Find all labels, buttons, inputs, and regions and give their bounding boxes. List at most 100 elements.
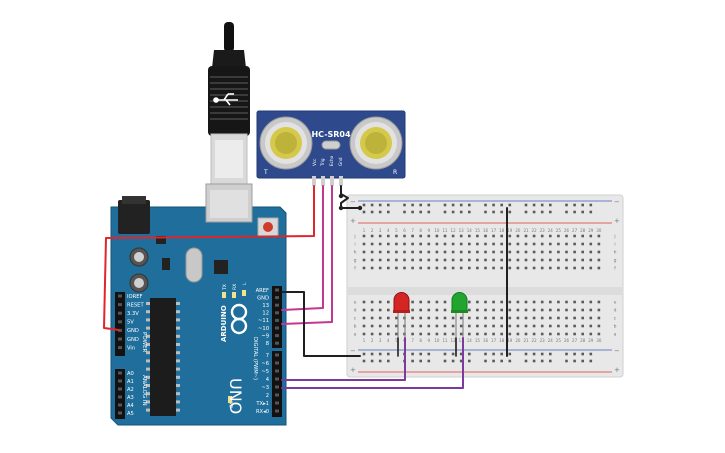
breadboard-hole	[370, 316, 374, 320]
header-hole	[118, 379, 122, 383]
wire-echo-pin10[interactable]	[281, 185, 333, 325]
breadboard-hole	[557, 308, 560, 312]
transducer-right	[349, 116, 403, 170]
breadboard-hole	[395, 324, 398, 328]
wire-sensor-gnd[interactable]	[340, 185, 361, 209]
header-hole	[275, 401, 279, 405]
breadboard-hole	[362, 250, 366, 254]
column-number-top: 15	[475, 228, 481, 233]
rail-hole	[387, 359, 390, 363]
digital-pin-label: ~10	[258, 326, 269, 332]
header-hole	[118, 294, 122, 298]
breadboard-hole	[443, 332, 447, 336]
wire-pin4-red-led[interactable]	[281, 337, 406, 381]
breadboard-hole	[532, 316, 536, 320]
column-number-bottom: 24	[548, 338, 554, 343]
digital-pin-label: ~6	[261, 361, 269, 367]
breadboard-hole	[484, 300, 487, 304]
arduino-uno-board: ON L TX RX ARDUINO UNO DIGITAL (PWM~) PO…	[110, 183, 287, 426]
breadboard-hole	[427, 332, 431, 336]
wire-pin3-green-led[interactable]	[281, 337, 464, 389]
breadboard-hole	[549, 266, 552, 270]
rail-hole	[468, 352, 471, 356]
breadboard-hole	[516, 324, 520, 328]
breadboard-hole	[419, 324, 422, 328]
breadboard-hole	[476, 300, 479, 304]
breadboard-hole	[524, 308, 528, 312]
breadboard-hole	[476, 266, 479, 270]
wire-vcc-5v[interactable]	[103, 185, 315, 331]
breadboard-hole	[581, 308, 584, 312]
breadboard-hole	[540, 324, 544, 328]
breadboard-hole	[476, 308, 479, 312]
breadboard-hole	[476, 316, 479, 320]
wire-arduino-gnd[interactable]	[281, 291, 361, 357]
rail-hole	[524, 352, 528, 356]
rail-hole	[589, 203, 593, 207]
breadboard-hole	[484, 258, 487, 262]
breadboard-hole	[435, 266, 439, 270]
row-letter: d	[354, 308, 357, 314]
rail-hole	[370, 210, 374, 214]
column-number-top: 28	[580, 228, 586, 233]
breadboard-hole	[589, 242, 593, 246]
power-pin-label: RESET	[127, 302, 144, 308]
digital-pin-label: 8	[266, 341, 269, 347]
breadboard-hole	[573, 316, 576, 320]
rail-hole	[532, 352, 536, 356]
row-letter: e	[614, 301, 617, 306]
rail-hole	[581, 359, 584, 363]
rail-hole	[403, 203, 406, 207]
wire-trig-pin12[interactable]	[281, 185, 324, 311]
rail-hole	[500, 352, 503, 356]
column-number-bottom: 12	[451, 338, 457, 343]
breadboard-hole	[484, 324, 487, 328]
power-header	[115, 292, 125, 356]
rail-hole	[451, 359, 455, 363]
breadboard-hole	[500, 234, 503, 238]
breadboard-hole	[370, 258, 374, 262]
row-letter: f	[354, 266, 356, 272]
rail-hole	[411, 210, 414, 214]
rx-led-label: RX	[232, 284, 238, 290]
breadboard-hole	[565, 308, 568, 312]
breadboard-hole	[597, 308, 601, 312]
breadboard-hole	[378, 316, 382, 320]
rail-hole	[484, 359, 487, 363]
column-number-bottom: 11	[442, 338, 448, 343]
breadboard-hole	[370, 242, 374, 246]
breadboard-hole	[532, 250, 536, 254]
rail-hole	[484, 352, 487, 356]
rail-plus-bottom-left: +	[350, 366, 356, 374]
breadboard-hole	[427, 234, 431, 238]
breadboard-hole	[387, 324, 390, 328]
breadboard-hole	[403, 242, 406, 246]
rail-hole	[451, 352, 455, 356]
breadboard-labels: 1122334455667788991010111112121313141415…	[353, 228, 616, 343]
breadboard-hole	[492, 242, 495, 246]
rail-hole	[484, 210, 487, 214]
rail-hole	[565, 352, 568, 356]
rail-hole	[362, 359, 366, 363]
breadboard-hole	[443, 316, 447, 320]
reset-button-cap[interactable]	[263, 222, 273, 232]
breadboard-hole	[484, 308, 487, 312]
rail-hole	[443, 210, 447, 214]
digital-pin-label: ~9	[261, 333, 269, 339]
breadboard-hole	[508, 242, 512, 246]
breadboard-hole	[532, 300, 536, 304]
breadboard-hole	[362, 242, 366, 246]
breadboard-hole	[435, 258, 439, 262]
rail-hole	[540, 210, 544, 214]
breadboard-hole	[581, 266, 584, 270]
column-number-top: 11	[442, 228, 448, 233]
column-number-bottom: 21	[523, 338, 529, 343]
column-number-top: 3	[379, 228, 382, 233]
rail-plus-top-left: +	[350, 217, 356, 225]
breadboard-hole	[500, 316, 503, 320]
column-number-top: 14	[467, 228, 473, 233]
breadboard-hole	[468, 234, 471, 238]
row-letter: a	[614, 333, 617, 338]
breadboard-hole	[532, 324, 536, 328]
rail-hole	[411, 352, 414, 356]
